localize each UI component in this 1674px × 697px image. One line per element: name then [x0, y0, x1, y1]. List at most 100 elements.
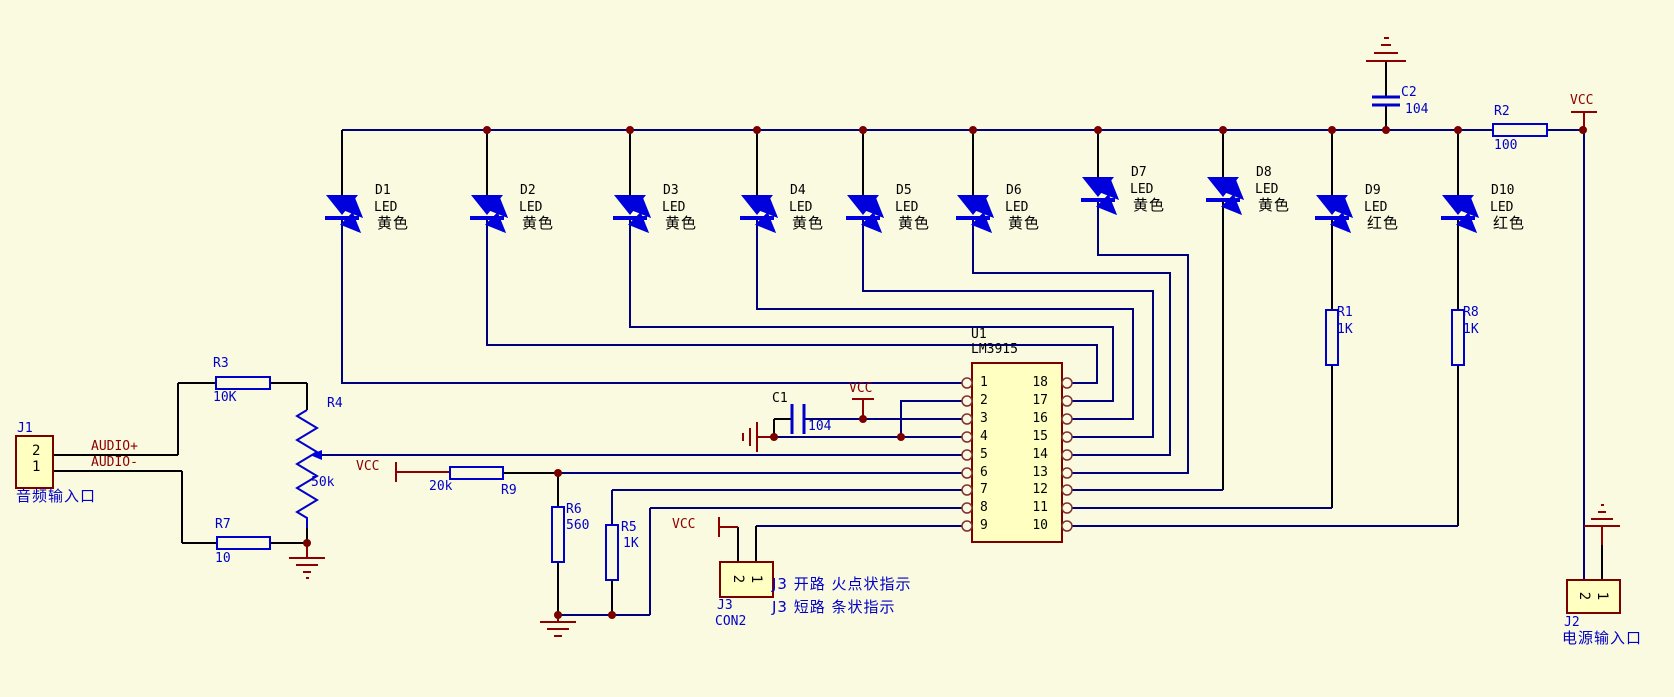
resistor-r2-value: 100: [1494, 138, 1518, 153]
ic-left-pin-wires: [316, 400, 962, 616]
ic-pin-number-6: 6: [980, 465, 988, 480]
led-d1-symbol: [325, 195, 364, 234]
led-d8-color: 黄色: [1258, 196, 1291, 214]
vcc-port-j3-label: VCC: [672, 517, 696, 532]
capacitor-c2-designator: C2: [1401, 85, 1417, 100]
resistor-bodies: [215, 123, 1548, 581]
ic-pin-number-13: 13: [1032, 465, 1048, 480]
resistor-r7-value: 10: [215, 551, 231, 566]
resistor-r9-value: 20k: [429, 479, 453, 494]
resistor-r8-designator: R8: [1463, 305, 1479, 320]
ic-u1-part: LM3915: [971, 342, 1018, 357]
ic-pin-number-8: 8: [980, 500, 988, 515]
resistor-r1-body: [1325, 309, 1339, 366]
ic-pin-number-11: 11: [1032, 500, 1048, 515]
component-boxes: [15, 362, 1621, 614]
connector-j1-label: 音频输入口: [16, 487, 97, 505]
potentiometer-r4-wiper: [310, 450, 322, 460]
resistor-r5-designator: R5: [621, 520, 637, 535]
connector-j1-pin2: 2: [32, 443, 41, 459]
resistor-r3-body: [215, 376, 271, 390]
led-d4-symbol: [740, 195, 779, 234]
led-d5-symbol: [846, 195, 885, 234]
potentiometer-r4-body: [295, 409, 319, 528]
resistor-r5-value: 1K: [623, 536, 639, 551]
led-d10-symbol: [1441, 195, 1480, 234]
led-d9-designator: D9: [1365, 183, 1381, 198]
resistor-r3-designator: R3: [213, 356, 229, 371]
ic-pin-number-17: 17: [1032, 393, 1048, 408]
resistor-r1-value: 1K: [1337, 322, 1353, 337]
annotation-open-mode: J3 开路 火点状指示: [772, 575, 912, 593]
led-routing-wires: [341, 201, 1458, 527]
ic-pin-number-9: 9: [980, 518, 988, 533]
led-d3-type: LED: [662, 200, 686, 215]
led-d5-color: 黄色: [898, 214, 931, 232]
resistor-r7-designator: R7: [215, 517, 231, 532]
led-d3-designator: D3: [663, 183, 679, 198]
ic-pin-number-4: 4: [980, 429, 988, 444]
led-d1-type: LED: [374, 200, 398, 215]
ic-pin-circles: [961, 377, 1073, 532]
ic-pin-number-1: 1: [980, 375, 988, 390]
connector-j1-pin1: 1: [32, 459, 41, 475]
ic-u1-body: [971, 362, 1063, 543]
net-label-audio-minus: AUDIO-: [91, 455, 138, 470]
led-d4-designator: D4: [790, 183, 806, 198]
resistor-r1-designator: R1: [1337, 305, 1353, 320]
led-d9-color: 红色: [1367, 214, 1400, 232]
connector-j3-type: CON2: [715, 614, 747, 629]
led-d10-color: 红色: [1493, 214, 1526, 232]
led-d1-color: 黄色: [377, 214, 410, 232]
connector-j2-pin1: 1: [1594, 591, 1611, 601]
led-d9-type: LED: [1364, 200, 1388, 215]
capacitor-c1-designator: C1: [772, 391, 788, 406]
led-d8-symbol: [1206, 177, 1245, 216]
led-d7-color: 黄色: [1133, 196, 1166, 214]
connector-j2-body: [1566, 579, 1621, 614]
connector-j2-pin2: 2: [1576, 591, 1593, 601]
ic-pin-number-15: 15: [1032, 429, 1048, 444]
led-d10-designator: D10: [1491, 183, 1515, 198]
led-d10-type: LED: [1490, 200, 1514, 215]
led-d2-designator: D2: [520, 183, 536, 198]
ic-pin-number-5: 5: [980, 447, 988, 462]
connector-j2-designator: J2: [1564, 615, 1580, 630]
led-d8-designator: D8: [1256, 165, 1272, 180]
ic-pin-number-7: 7: [980, 482, 988, 497]
ic-pin-number-10: 10: [1032, 518, 1048, 533]
resistor-r3-value: 10K: [213, 390, 237, 405]
led-d5-type: LED: [895, 200, 919, 215]
resistor-r9-designator: R9: [501, 483, 517, 498]
resistor-r6-body: [551, 506, 565, 563]
connector-j3-pin2: 2: [730, 574, 747, 584]
ic-pin-number-16: 16: [1032, 411, 1048, 426]
junction-dots: [303, 126, 1587, 619]
connector-j3-body: [719, 561, 774, 598]
led-d6-type: LED: [1005, 200, 1029, 215]
ic-pin-number-14: 14: [1032, 447, 1048, 462]
ic-pin-number-3: 3: [980, 411, 988, 426]
capacitor-c1-body: [790, 404, 806, 434]
led-d6-color: 黄色: [1008, 214, 1041, 232]
led-d1-designator: D1: [375, 183, 391, 198]
connector-j2-label: 电源输入口: [1562, 629, 1643, 647]
led-d8-type: LED: [1255, 182, 1279, 197]
ic-pin-number-12: 12: [1032, 482, 1048, 497]
annotation-short-mode: J3 短路 条状指示: [772, 598, 896, 616]
led-d2-type: LED: [519, 200, 543, 215]
led-column-wires-black: [341, 130, 1459, 526]
resistor-r6-value: 560: [566, 518, 590, 533]
led-d7-symbol: [1081, 177, 1120, 216]
resistor-r6-designator: R6: [566, 502, 582, 517]
connector-j3-pin1: 1: [748, 574, 765, 584]
vcc-port-r9-label: VCC: [356, 459, 380, 474]
resistor-r2-body: [1492, 123, 1548, 137]
led-d6-symbol: [956, 195, 995, 234]
vcc-port-top-label: VCC: [1570, 93, 1594, 108]
resistor-r4-value: 50k: [311, 475, 335, 490]
led-d4-type: LED: [789, 200, 813, 215]
led-d3-symbol: [613, 195, 652, 234]
